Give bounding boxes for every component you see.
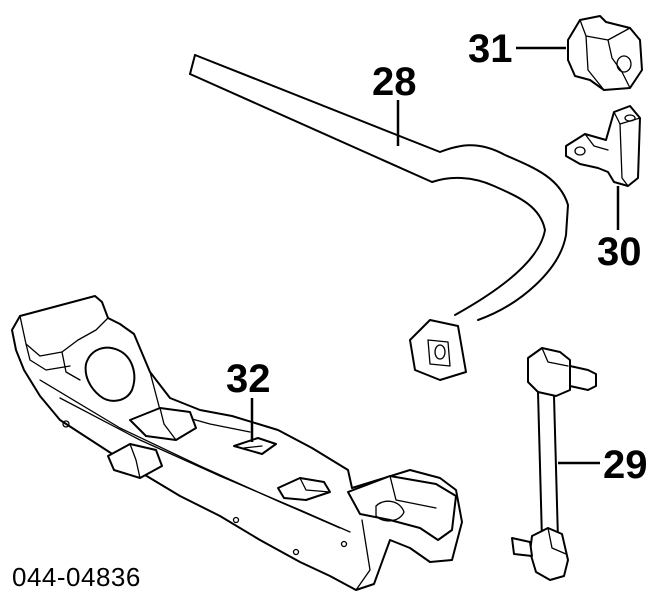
- catalog-number: 044-04836: [12, 562, 141, 592]
- stabilizer-link: [511, 347, 597, 581]
- callout-28: 28: [372, 60, 417, 104]
- front-crossmember: [11, 295, 463, 591]
- bushing-bracket: [565, 105, 641, 187]
- callout-30: 30: [597, 230, 642, 274]
- stabilizer-bushing: [567, 15, 643, 91]
- callout-29: 29: [603, 443, 648, 487]
- stabilizer-bar: [189, 54, 569, 381]
- callout-32: 32: [226, 357, 271, 401]
- callout-31: 31: [468, 27, 513, 71]
